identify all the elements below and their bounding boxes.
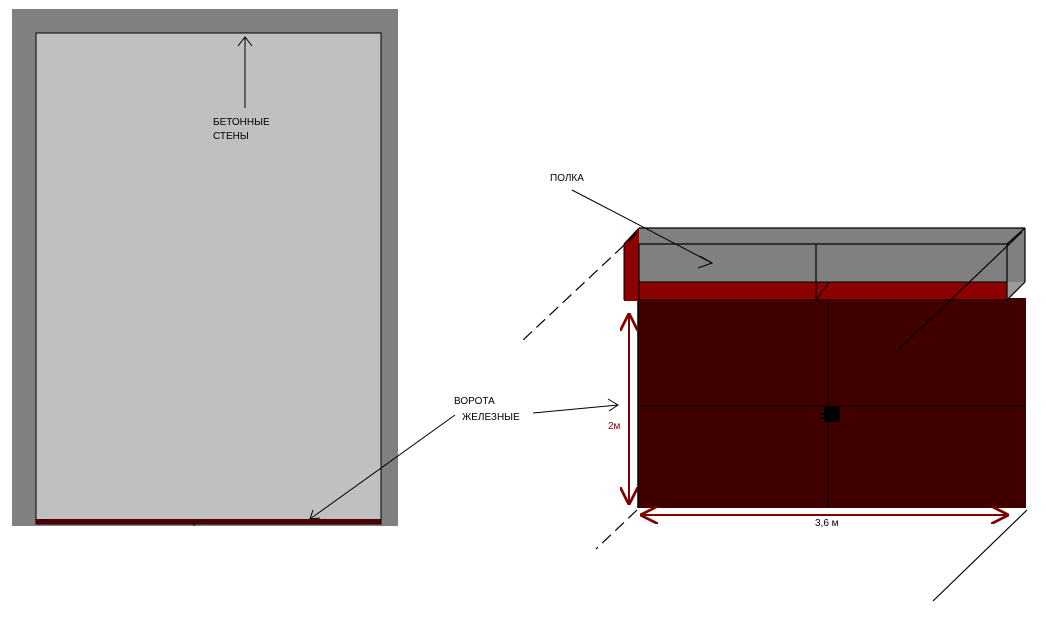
plan-gate (36, 519, 381, 524)
gate-arrow (309, 398, 619, 520)
height-dimension-label: 2м (608, 421, 621, 432)
garage-floor (35, 32, 382, 525)
gate-label-line2: ЖЕЛЕЗНЫЕ (462, 412, 520, 423)
perspective-lines (521, 231, 1028, 602)
walls-label-line1: БЕТОННЫЕ (213, 117, 270, 128)
walls-label-line2: СТЕНЫ (213, 131, 249, 142)
width-dimension-label: 3,6 м (815, 518, 839, 529)
shelf-label: ПОЛКА (550, 173, 584, 184)
shelf-arrow (571, 189, 714, 269)
gate-elevation (309, 189, 1028, 602)
gate-lock (824, 407, 840, 422)
floor-plan (12, 9, 398, 526)
walls-arrow (237, 36, 253, 108)
gate-label-line1: ВОРОТА (454, 396, 495, 407)
gate-panel (638, 298, 1026, 508)
shelf (623, 227, 1026, 301)
